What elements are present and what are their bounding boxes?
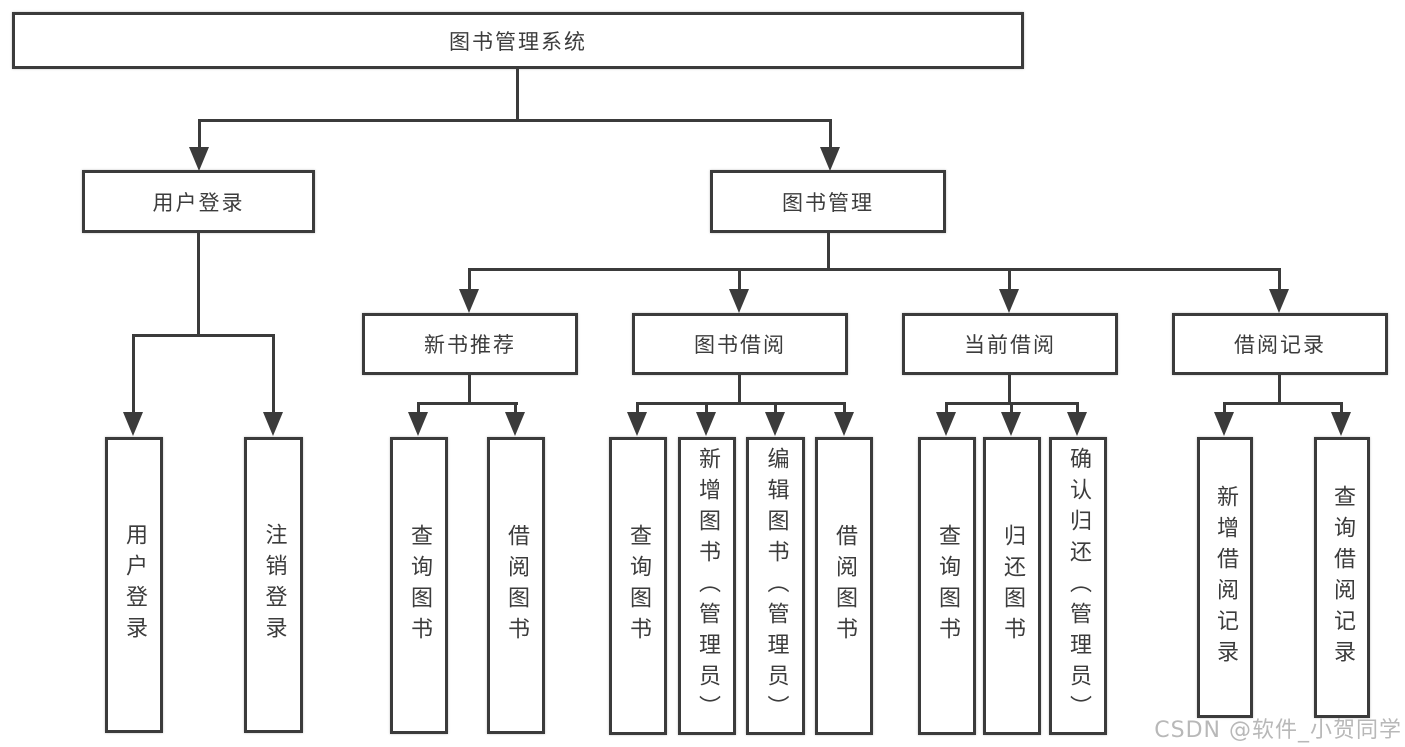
leaf-borrow-books-1: 借阅图书 (487, 437, 545, 734)
node-library-system: 图书管理系统 (12, 12, 1024, 69)
arrow-down-icon (263, 412, 283, 436)
connector-line (829, 119, 832, 150)
connector-line (705, 402, 708, 415)
arrow-down-icon (189, 147, 209, 171)
connector-line (1076, 402, 1079, 415)
node-book-borrowing: 图书借阅 (632, 313, 848, 375)
node-borrowing-records: 借阅记录 (1172, 313, 1388, 375)
connector-line (636, 402, 846, 405)
connector-line (272, 334, 275, 413)
arrow-down-icon (408, 412, 428, 436)
leaf-logout: 注销登录 (244, 437, 303, 733)
leaf-query-books-1: 查询图书 (390, 437, 448, 734)
connector-line (198, 119, 201, 150)
connector-line (516, 69, 519, 122)
arrow-down-icon (1331, 412, 1351, 436)
connector-line (636, 402, 639, 415)
connector-line (417, 402, 518, 405)
leaf-add-book-admin: 新增图书（管理员） (678, 437, 736, 735)
leaf-borrow-books-2: 借阅图书 (815, 437, 873, 735)
connector-line (1008, 375, 1011, 405)
connector-line (198, 119, 832, 122)
connector-line (1278, 268, 1281, 292)
connector-line (132, 334, 275, 337)
connector-line (827, 233, 830, 271)
node-new-book-recommend: 新书推荐 (362, 313, 578, 375)
node-user-login-branch: 用户登录 (82, 170, 315, 233)
connector-line (738, 268, 741, 292)
leaf-return-book: 归还图书 (983, 437, 1041, 735)
arrow-down-icon (765, 412, 785, 436)
leaf-query-borrow-record: 查询借阅记录 (1314, 437, 1370, 718)
arrow-down-icon (729, 289, 749, 313)
leaf-add-borrow-record: 新增借阅记录 (1197, 437, 1253, 718)
arrow-down-icon (834, 412, 854, 436)
connector-line (1278, 375, 1281, 405)
connector-line (417, 402, 420, 415)
connector-line (197, 233, 200, 337)
leaf-query-books-3: 查询图书 (918, 437, 976, 735)
arrow-down-icon (1067, 412, 1087, 436)
connector-line (1008, 268, 1011, 292)
connector-line (1010, 402, 1013, 415)
arrow-down-icon (696, 412, 716, 436)
connector-line (132, 334, 135, 413)
connector-line (1223, 402, 1343, 405)
arrow-down-icon (1001, 412, 1021, 436)
arrow-down-icon (820, 147, 840, 171)
leaf-confirm-return-admin: 确认归还（管理员） (1049, 437, 1107, 735)
leaf-user-login: 用户登录 (105, 437, 163, 733)
connector-line (468, 375, 471, 405)
arrow-down-icon (999, 289, 1019, 313)
connector-line (468, 268, 471, 292)
arrow-down-icon (1269, 289, 1289, 313)
arrow-down-icon (505, 412, 525, 436)
connector-line (843, 402, 846, 415)
connector-line (945, 402, 948, 415)
arrow-down-icon (936, 412, 956, 436)
leaf-query-books-2: 查询图书 (609, 437, 667, 735)
connector-line (774, 402, 777, 415)
arrow-down-icon (627, 412, 647, 436)
arrow-down-icon (459, 289, 479, 313)
connector-line (468, 268, 1281, 271)
arrow-down-icon (1214, 412, 1234, 436)
connector-line (1340, 402, 1343, 415)
leaf-edit-book-admin: 编辑图书（管理员） (746, 437, 805, 735)
connector-line (738, 375, 741, 405)
node-book-management-branch: 图书管理 (710, 170, 946, 233)
connector-line (1223, 402, 1226, 415)
connector-line (514, 402, 517, 415)
arrow-down-icon (123, 412, 143, 436)
csdn-watermark: CSDN @软件_小贺同学 (1154, 718, 1402, 743)
node-current-borrowing: 当前借阅 (902, 313, 1118, 375)
